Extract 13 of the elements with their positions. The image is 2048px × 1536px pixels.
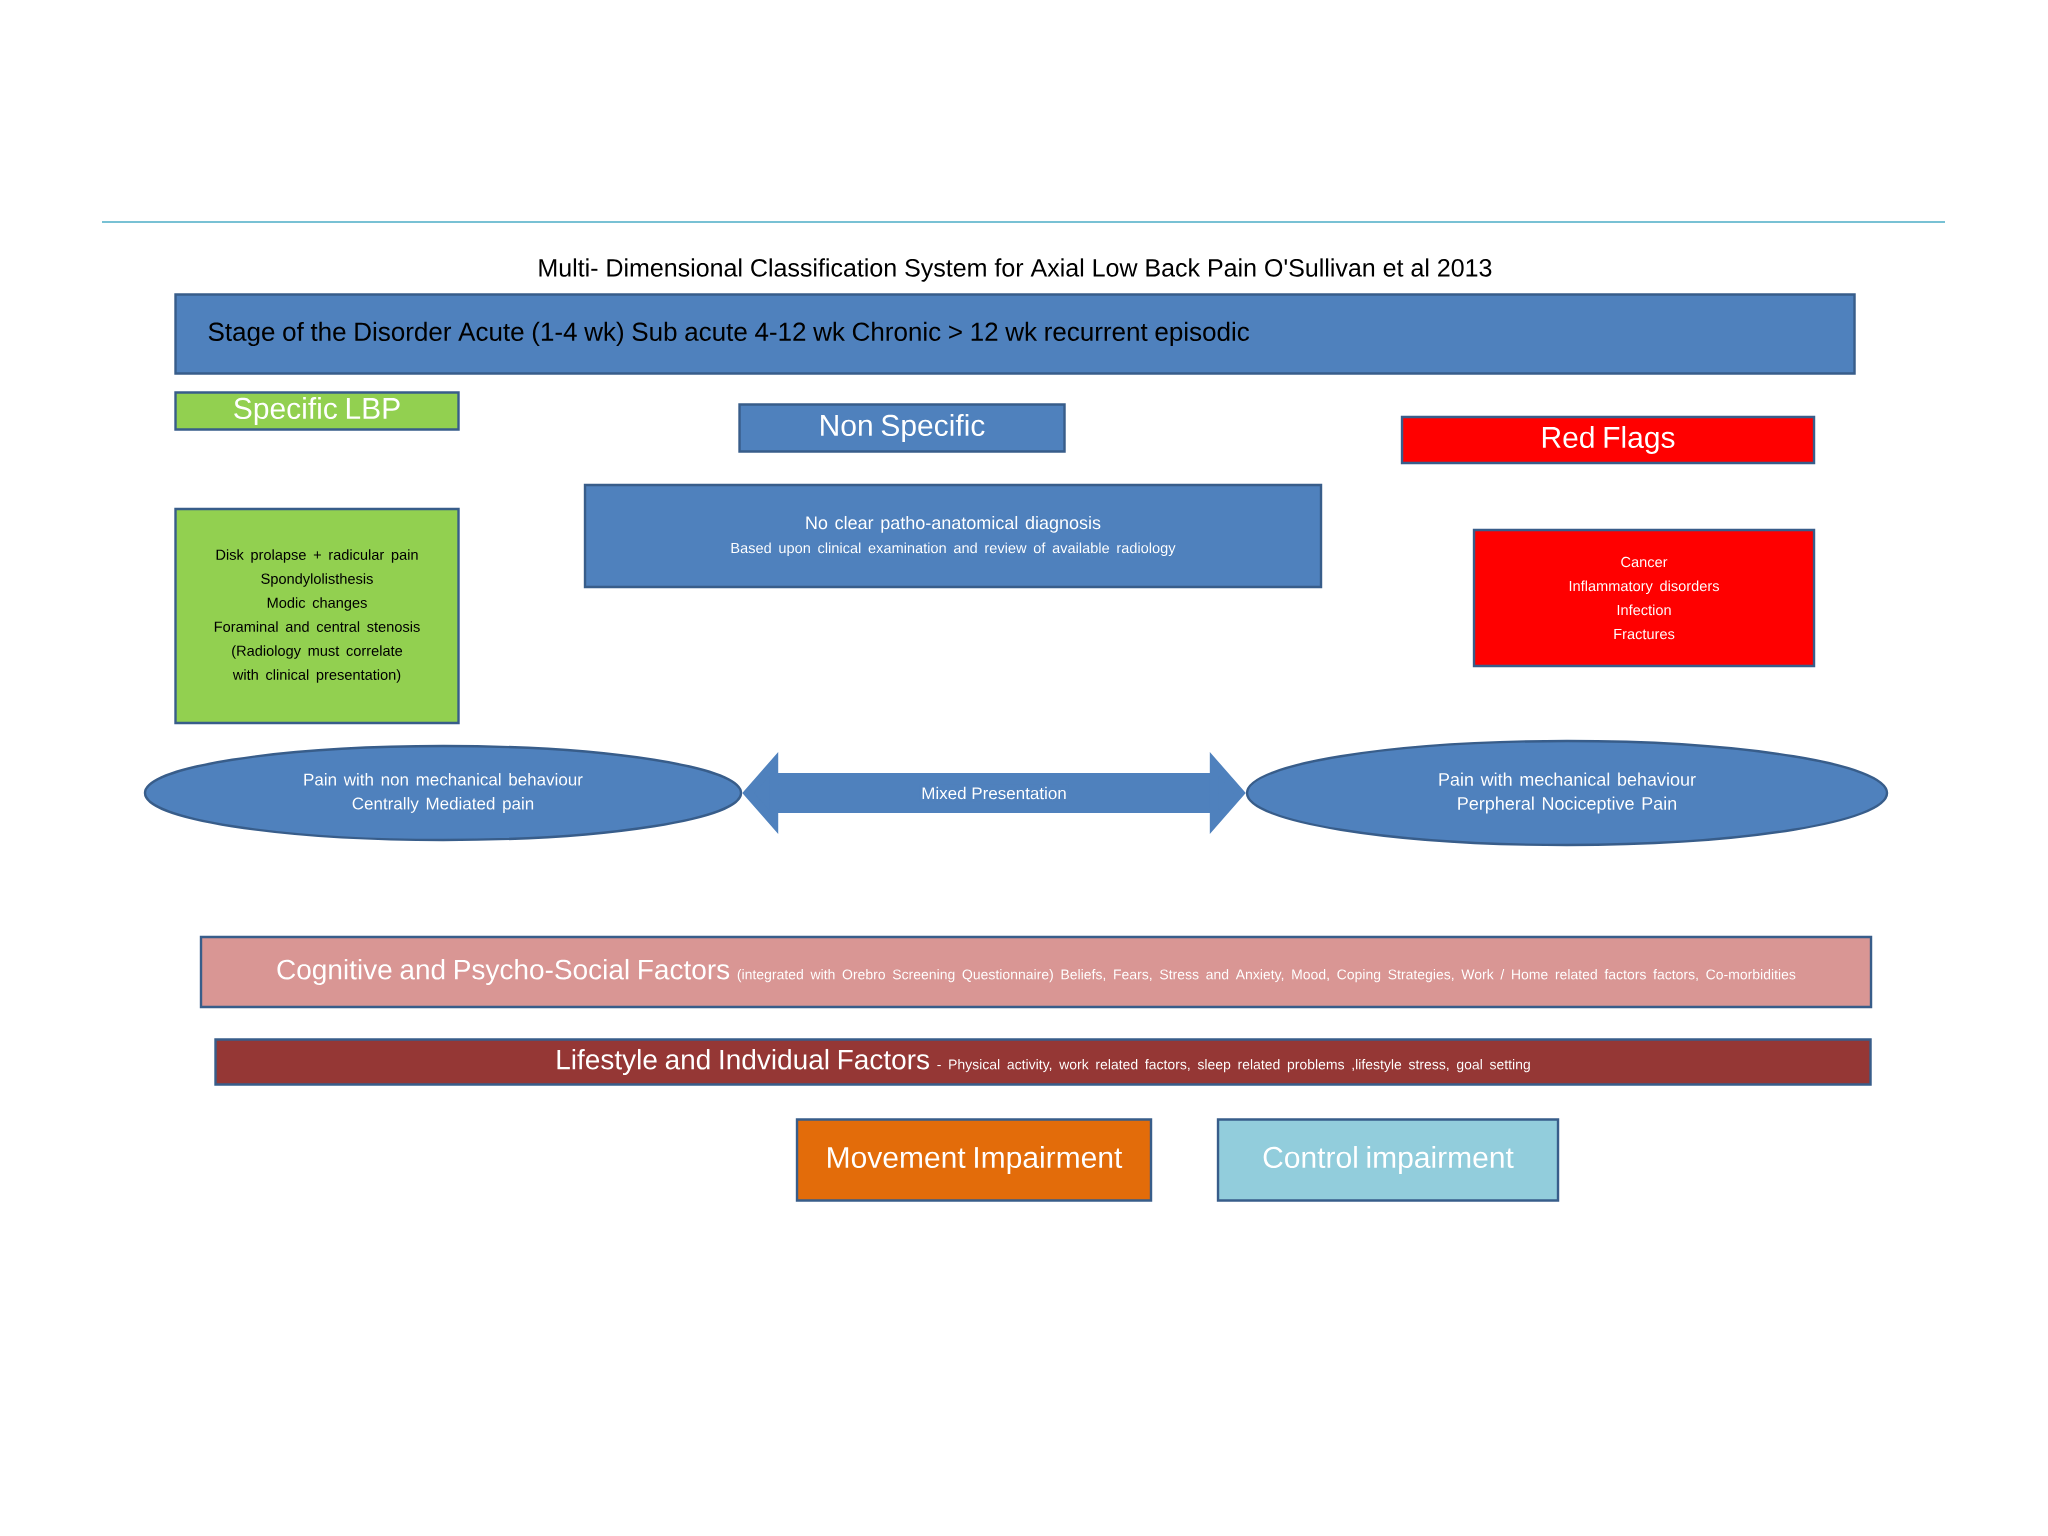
detail-box: Cancer Inflammatory disorders Infection Fractures <box>1472 528 1816 668</box>
detail-box: Disk prolapse + radicular pain Spondylolisthesis Modic changes Foraminal and central stenosis (Radiology must correlate with clinical presentation) <box>174 507 460 725</box>
edge-label: Mixed Presentation <box>922 786 1066 800</box>
category-box: Non Specific <box>738 403 1066 453</box>
factor-bar: Lifestyle and Indvidual Factors - Physical activity, work related factors, sleep related problems ,lifestyle stress, goal setting <box>214 1038 1872 1086</box>
factor-bar: Cognitive and Psycho-Social Factors (integrated with Orebro Screening Questionnaire) Beliefs, Fears, Stress and Anxiety, Mood, Coping Strategies, Work / Home related factors factors, Co-morbidities <box>199 935 1873 1009</box>
impairment-box: Control impairment <box>1216 1118 1560 1202</box>
detail-box: No clear patho-anatomical diagnosis Based upon clinical examination and review of available radiology <box>583 483 1323 589</box>
stage-bar: Stage of the Disorder Acute (1-4 wk) Sub acute 4-12 wk Chronic > 12 wk recurrent episodic <box>174 293 1856 375</box>
impairment-box: Movement Impairment <box>795 1118 1153 1202</box>
title: Multi- Dimensional Classification System for Axial Low Back Pain O'Sullivan et al 2013 <box>539 258 1492 282</box>
category-box: Red Flags <box>1400 415 1816 465</box>
category-box: Specific LBP <box>174 391 460 431</box>
